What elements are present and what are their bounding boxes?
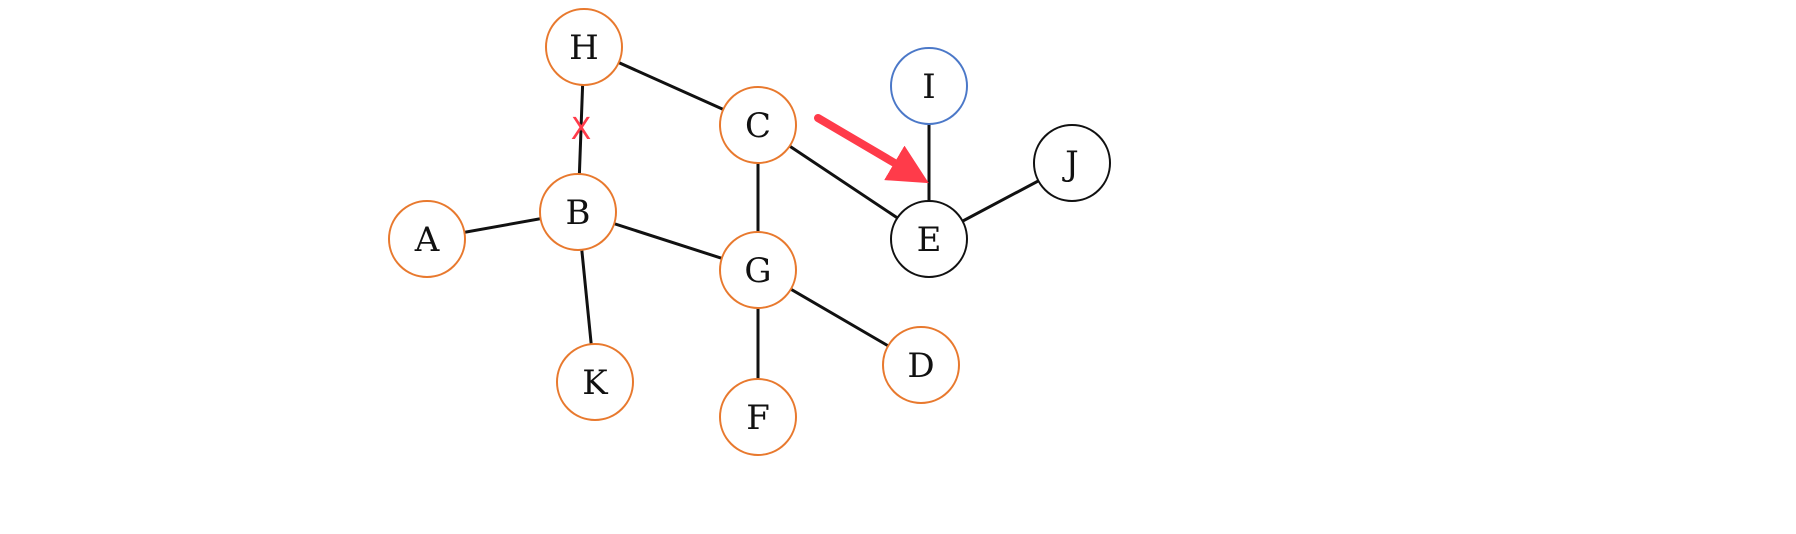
node-g: G bbox=[719, 231, 797, 309]
node-i-circle bbox=[890, 47, 968, 125]
node-e: E bbox=[890, 200, 968, 278]
cut-mark: X bbox=[571, 112, 592, 147]
node-g-label: G bbox=[744, 251, 771, 291]
node-k-label: K bbox=[582, 363, 608, 403]
node-j-label: J bbox=[1062, 144, 1079, 184]
node-f-circle bbox=[719, 378, 797, 456]
node-b-circle bbox=[539, 173, 617, 251]
node-f: F bbox=[719, 378, 797, 456]
node-i: I bbox=[890, 47, 968, 125]
node-a-circle bbox=[388, 200, 466, 278]
annotations-layer: X bbox=[571, 112, 929, 184]
node-c: C bbox=[719, 86, 797, 164]
node-e-circle bbox=[890, 200, 968, 278]
node-i-label: I bbox=[922, 67, 935, 107]
node-h-label: H bbox=[569, 28, 599, 68]
node-d-circle bbox=[882, 326, 960, 404]
node-k: K bbox=[556, 343, 634, 421]
node-d: D bbox=[882, 326, 960, 404]
node-g-circle bbox=[719, 231, 797, 309]
node-b: B bbox=[539, 173, 617, 251]
node-b-label: B bbox=[566, 193, 591, 233]
node-a-label: A bbox=[414, 220, 440, 260]
node-j: J bbox=[1033, 124, 1111, 202]
node-e-label: E bbox=[917, 220, 942, 260]
node-d-label: D bbox=[907, 346, 934, 386]
node-h: H bbox=[545, 8, 623, 86]
arrow-indicator bbox=[814, 114, 929, 184]
node-a: A bbox=[388, 200, 466, 278]
node-k-circle bbox=[556, 343, 634, 421]
node-c-circle bbox=[719, 86, 797, 164]
node-f-label: F bbox=[746, 398, 770, 438]
node-h-circle bbox=[545, 8, 623, 86]
node-c-label: C bbox=[745, 106, 771, 146]
nodes-layer: H C B A G K F D I E J bbox=[388, 8, 1111, 456]
node-j-circle bbox=[1033, 124, 1111, 202]
